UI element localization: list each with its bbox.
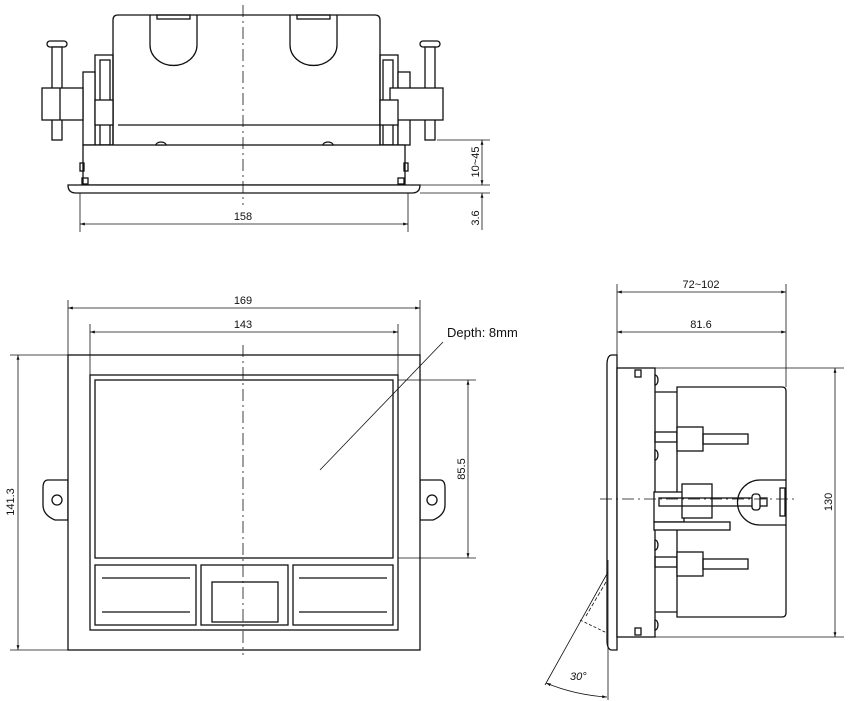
dim-pad-height-label: 85.5 — [456, 458, 468, 479]
depth-note: Depth: 8mm — [447, 325, 518, 340]
side-view: 30° 72~102 81.6 130 — [544, 279, 844, 700]
left-button — [94, 564, 197, 626]
side-flange — [606, 354, 618, 651]
front-view: 169 143 141.3 85.5 Depth: 8mm — [5, 295, 518, 655]
screw-right — [379, 40, 444, 141]
cable-slot-right — [289, 15, 338, 67]
dim-inner-width-label: 143 — [234, 319, 252, 331]
cable-slot-left — [149, 15, 198, 67]
lower-frame — [82, 144, 406, 186]
right-button — [292, 564, 394, 626]
ear-left — [42, 479, 69, 521]
dim-depth-range-label: 72~102 — [682, 279, 719, 291]
touchpad — [94, 379, 394, 559]
middle-button — [200, 564, 289, 626]
dim-outer-width-label: 169 — [234, 295, 252, 307]
leader-line — [319, 341, 444, 471]
screw-left — [41, 40, 114, 141]
dim-flange-label: 3.6 — [470, 210, 482, 225]
bezel — [67, 354, 421, 651]
dim-side-height-label: 130 — [823, 493, 835, 511]
flange — [67, 184, 421, 194]
angle-label: 30° — [570, 671, 587, 683]
dim-depth-label: 81.6 — [690, 319, 711, 331]
housing-box — [112, 14, 381, 145]
dim-adjust-label: 10~45 — [470, 147, 482, 178]
side-frame — [616, 367, 656, 638]
top-view: 158 10~45 3.6 — [41, 5, 490, 232]
ear-right — [419, 479, 446, 521]
dim-height-label: 141.3 — [5, 488, 17, 516]
dim-width-label: 158 — [234, 211, 252, 223]
